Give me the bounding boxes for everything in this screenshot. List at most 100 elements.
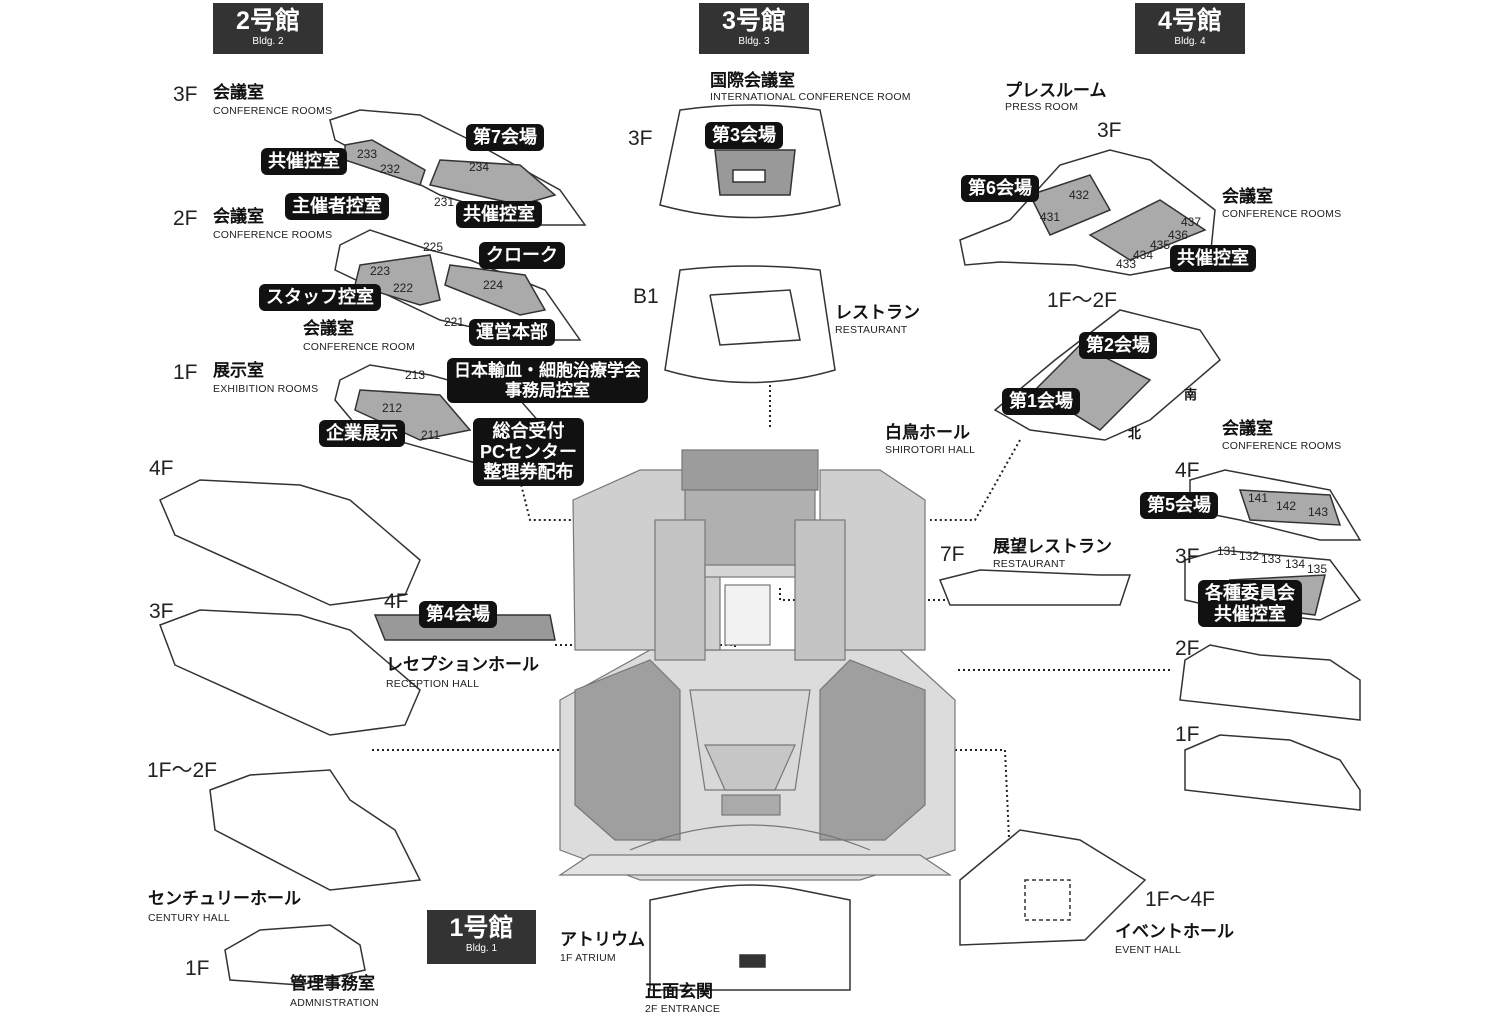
room-number: 221: [444, 315, 465, 329]
room-number: 143: [1308, 505, 1329, 519]
tag-committee-line1: 各種委員会: [1205, 583, 1295, 603]
area-label: 会議室: [213, 83, 264, 102]
building-1-title: 1号館: [449, 914, 514, 942]
area-label-en: RESTAURANT: [993, 558, 1066, 570]
building-3-title: 3号館: [722, 7, 786, 35]
room-number: 224: [483, 278, 504, 292]
floor-label: 4F: [1175, 459, 1200, 482]
floor-label: 1F: [1175, 723, 1200, 746]
tag-staff-room: スタッフ控室: [259, 284, 381, 311]
area-label-en: EVENT HALL: [1115, 944, 1181, 956]
floor-label: 1F～2F: [1047, 289, 1118, 312]
room-number: 222: [393, 281, 414, 295]
room-number: 134: [1285, 557, 1306, 571]
building-1-subtitle: Bldg. 1: [465, 943, 498, 954]
building-2-badge: 2号館 Bldg. 2: [213, 3, 323, 54]
room-number: 135: [1307, 562, 1328, 576]
building-4-title: 4号館: [1158, 7, 1222, 35]
area-label-en: ADMNISTRATION: [290, 997, 379, 1009]
area-label: イベントホール: [1115, 922, 1234, 941]
area-label: 会議室: [303, 319, 354, 338]
bldg1-floorplans: [159, 479, 851, 991]
area-label: 展望レストラン: [993, 537, 1112, 556]
room-number: 133: [1261, 552, 1282, 566]
area-label-en: CONFERENCE ROOMS: [213, 229, 333, 241]
building-1-badge: 1号館 Bldg. 1: [427, 910, 536, 964]
floor-label: 3F: [1097, 119, 1122, 142]
building-2-title: 2号館: [236, 7, 300, 35]
floor-label: 3F: [149, 600, 174, 623]
area-label-en: EXHIBITION ROOMS: [213, 383, 319, 395]
room-number: 225: [423, 240, 444, 254]
room-number: 436: [1168, 228, 1189, 242]
room-number: 233: [357, 147, 378, 161]
room-number: 213: [405, 368, 426, 382]
tag-cosponsor-room: 共催控室: [261, 148, 347, 175]
area-label: センチュリーホール: [148, 889, 301, 908]
area-label-en: SHIROTORI HALL: [885, 444, 976, 456]
room-number: 435: [1150, 238, 1171, 252]
room-number: 433: [1116, 257, 1137, 271]
tag-cloakroom: クローク: [479, 242, 565, 269]
area-label: レストラン: [835, 303, 920, 322]
area-label: 展示室: [213, 361, 264, 380]
tag-cosponsor-room: 共催控室: [1170, 245, 1256, 272]
tag-reception-desk: 総合受付 PCセンター 整理券配布: [473, 418, 585, 487]
area-label-en: CONFERENCE ROOMS: [1222, 208, 1342, 220]
area-label-en: CONFERENCE ROOMS: [1222, 440, 1342, 452]
area-label: 会議室: [1222, 419, 1273, 438]
tag-society-office: 日本輸血・細胞治療学会 事務局控室: [447, 358, 648, 404]
building-3-subtitle: Bldg. 3: [738, 36, 770, 47]
area-label-en: CONFERENCE ROOM: [303, 341, 416, 353]
room-number: 232: [380, 162, 401, 176]
area-label-en: 1F ATRIUM: [560, 952, 616, 964]
floor-label: 2F: [173, 207, 198, 230]
room-number: 437: [1181, 215, 1202, 229]
tag-reception-line2: PCセンター: [480, 441, 578, 462]
floor-label: 1F～2F: [147, 759, 218, 782]
tag-society-office-line1: 日本輸血・細胞治療学会: [454, 361, 641, 380]
room-number: 432: [1069, 188, 1090, 202]
floor-label: 1F: [173, 361, 198, 384]
tag-hall-1: 第1会場: [1002, 388, 1081, 415]
room-number: 132: [1239, 549, 1260, 563]
room-number: 211: [421, 428, 441, 442]
area-label-en: RESTAURANT: [835, 324, 908, 336]
room-number: 431: [1040, 210, 1061, 224]
floor-label: 1F～4F: [1145, 888, 1216, 911]
floor-label: 4F: [149, 457, 174, 480]
floor-label: 4F: [384, 590, 409, 613]
tag-reception-line1: 総合受付: [492, 421, 565, 441]
floor-label: 3F: [173, 83, 198, 106]
tag-hall-7: 第7会場: [466, 124, 545, 151]
tag-committee-room: 各種委員会 共催控室: [1198, 580, 1302, 628]
area-label: レセプションホール: [386, 655, 539, 674]
floor-label: B1: [633, 285, 659, 308]
building-4-subtitle: Bldg. 4: [1174, 36, 1206, 47]
area-label: 会議室: [1222, 187, 1273, 206]
room-number: 434: [1133, 248, 1154, 262]
area-label: 正面玄関: [645, 982, 713, 1001]
area-label: アトリウム: [560, 930, 645, 949]
room-number: 234: [469, 160, 490, 174]
area-label: プレスルーム: [1005, 81, 1107, 100]
tag-exhibition: 企業展示: [319, 420, 405, 447]
area-label-en: INTERNATIONAL CONFERENCE ROOM: [710, 91, 911, 103]
room-number: 131: [1217, 544, 1238, 558]
tag-hall-3: 第3会場: [705, 122, 784, 149]
area-label: 国際会議室: [710, 71, 795, 90]
direction-south: 南: [1184, 387, 1198, 402]
area-label-en: 2F ENTRANCE: [645, 1003, 721, 1015]
building-3-badge: 3号館 Bldg. 3: [699, 3, 809, 54]
direction-north: 北: [1128, 426, 1142, 441]
room-number: 212: [382, 401, 403, 415]
room-number: 231: [434, 195, 455, 209]
area-label: 管理事務室: [290, 974, 375, 993]
area-label: 会議室: [213, 207, 264, 226]
building-4-badge: 4号館 Bldg. 4: [1135, 3, 1245, 54]
floor-label: 2F: [1175, 637, 1200, 660]
room-number: 223: [370, 264, 391, 278]
tag-operations-hq: 運営本部: [469, 319, 555, 346]
